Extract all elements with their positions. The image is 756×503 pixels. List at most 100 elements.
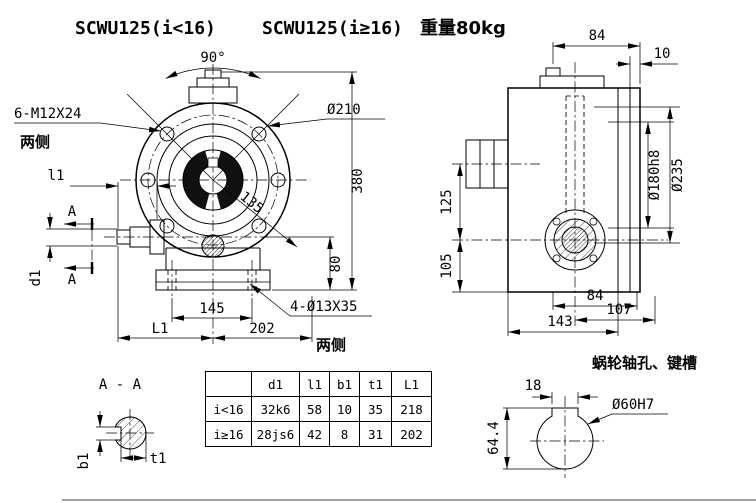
side-top-cap [539,75,605,89]
dim-202-label: 202 [249,321,274,337]
dim-d1-label: d1 [28,270,44,287]
table-row-low-ratio: i<16 32k6 58 10 35 218 [205,396,432,422]
foot-holes-label: 4-Ø13X35 [290,299,357,315]
title-model-low: SCWU125(i<16) [75,18,216,39]
dim-80-label: 80 [328,256,344,273]
bolt-hole [159,218,175,234]
dim-18-label: 18 [525,378,542,394]
aa-shaft-section [114,416,147,450]
dim-180-label: Ø180h8 [647,150,663,201]
shaft-end-step [116,229,131,245]
table-header-row: d1 l1 b1 t1 L1 [205,371,432,397]
section-mark-bottom-label: A [68,272,77,288]
side-view: 84 10 Ø180h8 Ø235 125 105 84 107 143 [439,28,686,336]
hub-section-right [216,151,244,209]
front-view: 90° 6-M12X24 两侧 Ø210 380 135 80 145 L1 2… [14,50,385,354]
bolt-hole [251,218,267,234]
bolt-hole [251,126,267,142]
vent-neck [188,86,238,104]
dim-125-label: 125 [439,189,455,214]
angle-dim-arc [165,67,261,79]
table-header-cell: L1 [391,371,432,397]
side-vent-knob [545,67,561,77]
hub-circle [182,149,244,211]
both-sides-bottom-label: 两侧 [316,336,346,354]
wheel-hub-hatch [554,219,596,261]
wheel-hub-circle [553,218,597,262]
dim-135-line [212,179,298,248]
bore-dia-leader [587,413,613,425]
wheel-boss-circle [544,209,606,271]
dim-145-label: 145 [199,301,224,317]
dim-b1-extensions [96,426,116,441]
dim-84bot-label: 84 [587,288,604,304]
dim-143-label: 143 [547,314,572,330]
table-cell: 42 [299,421,330,447]
bolt-hole [270,172,286,188]
table-row-label: i<16 [205,396,252,422]
angle-dim-label: 90° [200,50,225,66]
title-model-high: SCWU125(i≥16) [262,18,403,39]
dim-380-label: 380 [350,168,366,193]
inner-flange-circle [168,135,258,225]
dim-l1-extensions [117,182,158,229]
keyway-bore-circle [536,407,594,470]
bolt-callout-leader [99,122,162,133]
table-cell: 35 [359,396,392,422]
table-row-label: i≥16 [205,421,252,447]
dim-380-extensions [221,71,357,291]
section-mark-top-label: A [68,204,77,220]
dim-644-label: 64.4 [486,421,502,455]
bore-keyway [207,157,219,168]
dim-105-label: 105 [439,253,455,278]
dim-L1-label: L1 [152,321,169,337]
section-aa-view: A - A b1 t1 [76,377,166,469]
worm-end-section [201,234,225,258]
table-header-cell: l1 [299,371,330,397]
table-cell: 28js6 [251,421,300,447]
dim-bottom-extensions [117,246,313,342]
dim-235-extensions [594,106,680,244]
title-weight: 重量80kg [420,17,506,39]
dim-235-label: Ø235 [670,158,686,192]
dim-107-label: 107 [606,302,631,318]
hub-section-left [182,151,210,209]
table-cell: 58 [299,396,330,422]
table-cell: 202 [391,421,432,447]
bore-dia-label: Ø60H7 [612,397,654,413]
table-header-cell: b1 [329,371,360,397]
dim-t1-label: t1 [150,451,167,467]
bolt-callout-label: 6-M12X24 [14,106,81,122]
wheel-cover-bolts [552,217,598,263]
spec-table: d1 l1 b1 t1 L1 i<16 32k6 58 10 35 218 i≥… [205,371,432,447]
table-cell: 32k6 [251,396,300,422]
table-cell: 10 [329,396,360,422]
foot-holes-leader [249,283,291,317]
table-header-cell [205,371,252,397]
dim-143-extensions [507,292,619,336]
table-cell: 218 [391,396,432,422]
outer-dia-leader [267,118,328,128]
dim-644-extensions [503,407,565,470]
outer-dia-label: Ø210 [327,102,361,118]
table-cell: 31 [359,421,392,447]
table-header-cell: d1 [251,371,300,397]
dim-180-extensions [608,121,674,229]
dim-135-label: 135 [237,189,267,217]
dim-84top-label: 84 [589,28,606,44]
wheel-bore-section [561,226,589,254]
dim-d1-extensions [46,228,117,247]
keyway-detail-view: 蜗轮轴孔、键槽 18 Ø60H7 64.4 [486,354,697,478]
section-aa-title: A - A [99,377,142,393]
table-row-high-ratio: i≥16 28js6 42 8 31 202 [205,421,432,447]
dim-b1-label: b1 [76,453,92,470]
dim-84top-extensions [552,42,641,84]
keyway-title: 蜗轮轴孔、键槽 [592,354,697,372]
side-flange-lines [617,88,631,292]
foot-hole-dashed-lines [167,270,257,290]
both-sides-top-label: 两侧 [20,133,50,151]
dim-10-label: 10 [654,46,671,62]
bolt-hole [159,126,175,142]
